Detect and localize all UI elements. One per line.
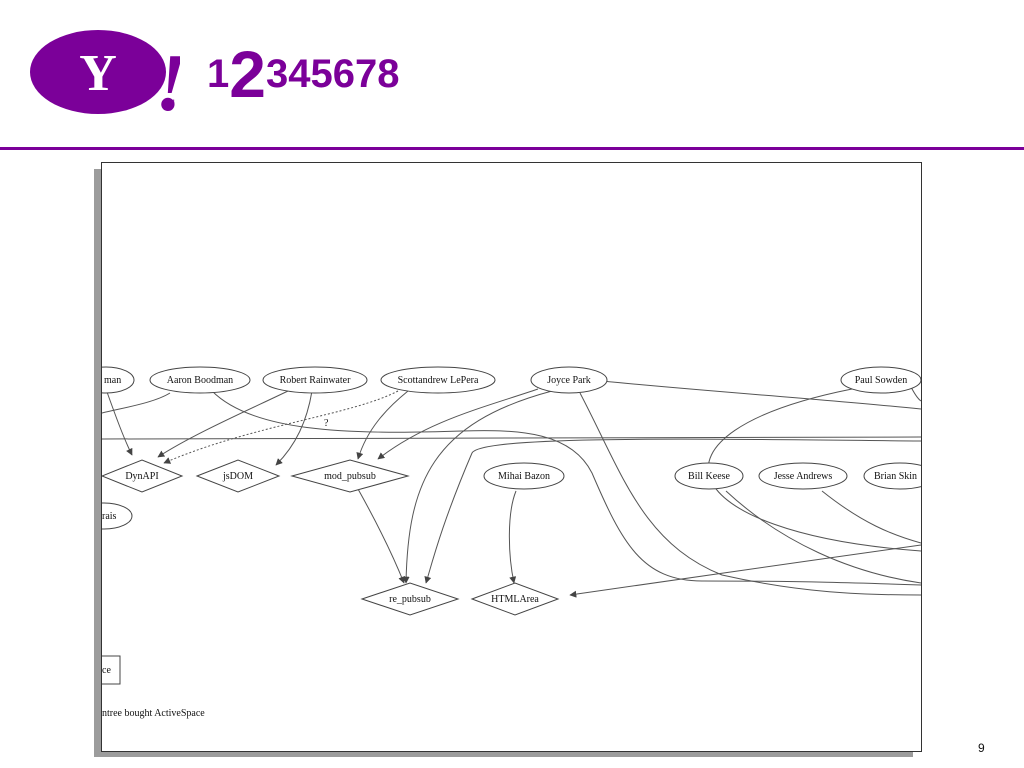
edge-man-dynapi (106, 391, 133, 456)
label-bill-keese: Bill Keese (688, 471, 730, 482)
separator-lines (102, 436, 921, 440)
edge-scottandrew-modpubsub (356, 390, 409, 460)
edge-scottandrew-dynapi-dotted (163, 390, 399, 464)
label-re-pubsub: re_pubsub (389, 594, 431, 605)
node-dynapi (102, 459, 184, 493)
edge-question-label: ? (324, 418, 329, 429)
node-scottandrew-lepera (380, 366, 496, 394)
edge-jesse-right (821, 490, 921, 544)
node-jsdom (195, 459, 281, 493)
logo-exclaim: ! (155, 37, 180, 120)
edge-joyce-modpubsub (377, 388, 539, 460)
relationship-graph: ? man Aaron Boodman (102, 366, 921, 719)
node-labels: man Aaron Boodman Robert Rainwater Scott… (102, 375, 917, 719)
node-brian-skin (863, 462, 921, 490)
label-dynapi: DynAPI (125, 471, 158, 482)
node-man (102, 366, 135, 394)
graph-edges (102, 380, 921, 598)
edge-bill-right (725, 490, 921, 584)
project-nodes (102, 459, 560, 616)
node-re-pubsub (360, 582, 460, 616)
edge-right-repubsub (424, 438, 921, 584)
label-mod-pubsub: mod_pubsub (324, 471, 376, 482)
person-nodes (102, 366, 921, 530)
edge-mihai-htmlarea (508, 490, 517, 584)
node-htmlarea (470, 582, 560, 616)
label-aaron-boodman: Aaron Boodman (167, 375, 233, 386)
label-man: man (104, 375, 121, 386)
node-ce-box (102, 655, 121, 685)
step-after: 345678 (265, 52, 400, 96)
edge-robert-jsdom (275, 390, 313, 466)
step-before: 1 (207, 52, 230, 96)
label-mihai-bazon: Mihai Bazon (498, 471, 550, 482)
node-joyce-park (530, 366, 608, 394)
yahoo-logo-graphic: Y ! TM (30, 30, 187, 128)
edge-joyce-right (579, 392, 921, 596)
step-indicator: 12345678 (207, 36, 399, 112)
label-ce-box: ce (102, 665, 111, 676)
node-mod-pubsub (290, 459, 410, 493)
page-number: 9 (978, 741, 985, 755)
label-rais: rais (102, 511, 117, 522)
yahoo-logo: Y ! TM (30, 30, 187, 128)
diagram-frame: ? man Aaron Boodman (101, 162, 922, 752)
step-current: 2 (229, 37, 266, 111)
label-paul-sowden: Paul Sowden (855, 375, 908, 386)
logo-letter: Y (79, 45, 117, 102)
edge-aaron-right (211, 390, 921, 586)
edge-right-htmlarea (569, 544, 921, 598)
separator-line (102, 436, 921, 440)
label-brian-skin: Brian Skin (874, 471, 917, 482)
label-jesse-andrews: Jesse Andrews (774, 471, 833, 482)
label-htmlarea: HTMLArea (491, 594, 539, 605)
node-bill-keese (674, 462, 744, 490)
logo-ellipse (30, 30, 166, 114)
label-jsdom: jsDOM (222, 471, 253, 482)
label-robert-rainwater: Robert Rainwater (280, 375, 351, 386)
node-mihai-bazon (483, 462, 565, 490)
edge-modpubsub-repubsub (357, 488, 405, 584)
node-aaron-boodman (149, 366, 251, 394)
edge-aaron-left (102, 392, 171, 414)
node-robert-rainwater (262, 366, 368, 394)
node-rais (102, 502, 133, 530)
edge-joyce-far-right (601, 380, 921, 410)
edge-robert-dynapi (157, 390, 289, 458)
label-joyce-park: Joyce Park (547, 375, 591, 386)
logo-trademark: TM (166, 100, 175, 106)
header-divider (0, 147, 1024, 150)
label-scottandrew-lepera: Scottandrew LePera (398, 375, 479, 386)
diagram-footnote: ntree bought ActiveSpace (102, 708, 205, 719)
node-paul-sowden (840, 366, 921, 394)
edge-joyce-repubsub-a (402, 390, 553, 584)
node-jesse-andrews (758, 462, 848, 490)
